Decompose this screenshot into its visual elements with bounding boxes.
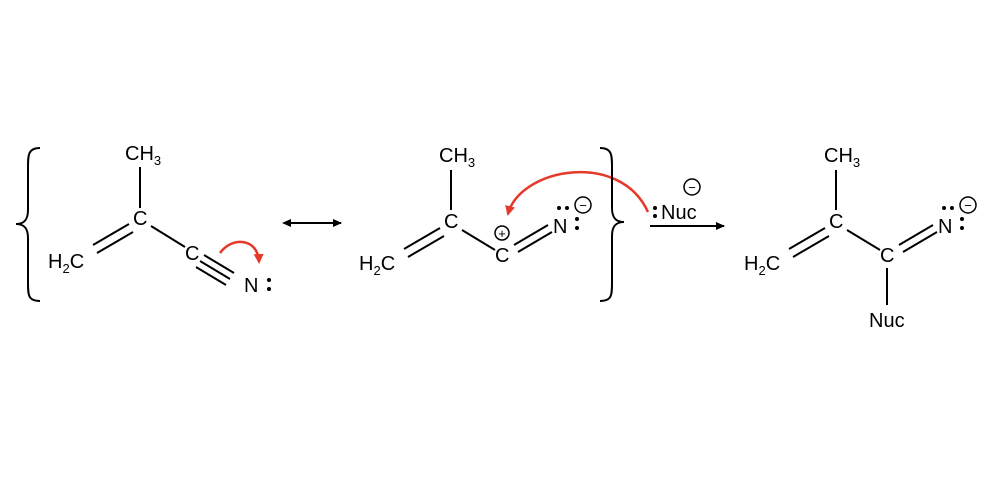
plus-charge-circle bbox=[494, 225, 510, 241]
resonance-cn-double-bond-b bbox=[517, 231, 553, 253]
resonance-methylene-label: H2C bbox=[359, 253, 395, 278]
reactant-molecule: CH3 C H2C C N bbox=[48, 143, 271, 297]
resonance-lone-pair-dot bbox=[557, 206, 561, 210]
product-lone-pair-dot bbox=[960, 217, 964, 221]
product-methylene-label: H2C bbox=[744, 253, 780, 278]
resonance-double-bond-b bbox=[407, 235, 445, 258]
reactant-triple-bond-c bbox=[195, 266, 227, 286]
nucleophile-lone-pair-dot bbox=[653, 214, 657, 218]
reactant-carbon-center: C bbox=[133, 208, 147, 230]
nucleophile-label: Nuc bbox=[661, 202, 697, 224]
resonance-cation-carbon: C bbox=[495, 245, 509, 267]
resonance-lone-pair-dot bbox=[565, 206, 569, 210]
product-imine-carbon: C bbox=[880, 245, 894, 267]
product-double-bond-b bbox=[792, 235, 830, 258]
reactant-methylene-label: H2C bbox=[48, 251, 84, 276]
nucleophile-lone-pair-dot bbox=[653, 206, 657, 210]
right-brace bbox=[599, 147, 625, 302]
reactant-methyl-label: CH3 bbox=[125, 143, 161, 168]
resonance-molecule: CH3 C H2C C + N − bbox=[359, 145, 592, 278]
resonance-nitrogen: N bbox=[553, 216, 567, 238]
reactant-nitrogen: N bbox=[244, 275, 258, 297]
resonance-carbon-center: C bbox=[444, 211, 458, 233]
resonance-cn-double-bond-a bbox=[513, 224, 549, 246]
product-cn-double-bond-a bbox=[898, 224, 934, 246]
resonance-methyl-label: CH3 bbox=[439, 145, 475, 170]
reactant-lone-pair-dot bbox=[267, 287, 271, 291]
reactant-double-bond-b bbox=[96, 231, 134, 254]
nucleophile-minus-circle bbox=[683, 178, 701, 196]
plus-charge-label: + bbox=[498, 226, 506, 241]
product-methyl-label: CH3 bbox=[824, 145, 860, 170]
product-minus-circle bbox=[959, 196, 977, 214]
reactant-nitrile-carbon: C bbox=[185, 243, 199, 265]
reactant-triple-bond-b bbox=[199, 260, 231, 280]
resonance-single-bond bbox=[461, 229, 496, 251]
minus-charge-circle bbox=[574, 196, 592, 214]
product-lone-pair-dot bbox=[950, 206, 954, 210]
resonance-double-bond-a bbox=[403, 227, 441, 250]
product-molecule: CH3 C H2C C N − Nuc bbox=[744, 145, 977, 332]
reactant-triple-bond-a bbox=[203, 254, 235, 274]
reactant-double-bond-a bbox=[92, 223, 130, 246]
product-cn-double-bond-b bbox=[902, 231, 938, 253]
left-brace bbox=[15, 147, 41, 302]
nucleophile: Nuc − bbox=[653, 178, 701, 224]
reactant-curved-arrow bbox=[218, 240, 264, 264]
product-nitrogen: N bbox=[938, 216, 952, 238]
reactant-lone-pair-dot bbox=[267, 278, 271, 282]
product-double-bond-a bbox=[788, 227, 826, 250]
product-lone-pair-dot bbox=[942, 206, 946, 210]
product-minus-label: − bbox=[964, 198, 972, 213]
product-lone-pair-dot bbox=[960, 226, 964, 230]
reactant-single-bond bbox=[150, 225, 186, 248]
nucleophile-attack-arrow bbox=[505, 170, 650, 216]
resonance-lone-pair-dot bbox=[575, 226, 579, 230]
resonance-lone-pair-dot bbox=[575, 217, 579, 221]
minus-charge-label: − bbox=[579, 198, 587, 213]
product-nuc-label: Nuc bbox=[869, 310, 905, 332]
product-carbon-center: C bbox=[829, 211, 843, 233]
product-single-bond bbox=[846, 229, 881, 251]
nucleophile-minus-label: − bbox=[688, 180, 696, 195]
